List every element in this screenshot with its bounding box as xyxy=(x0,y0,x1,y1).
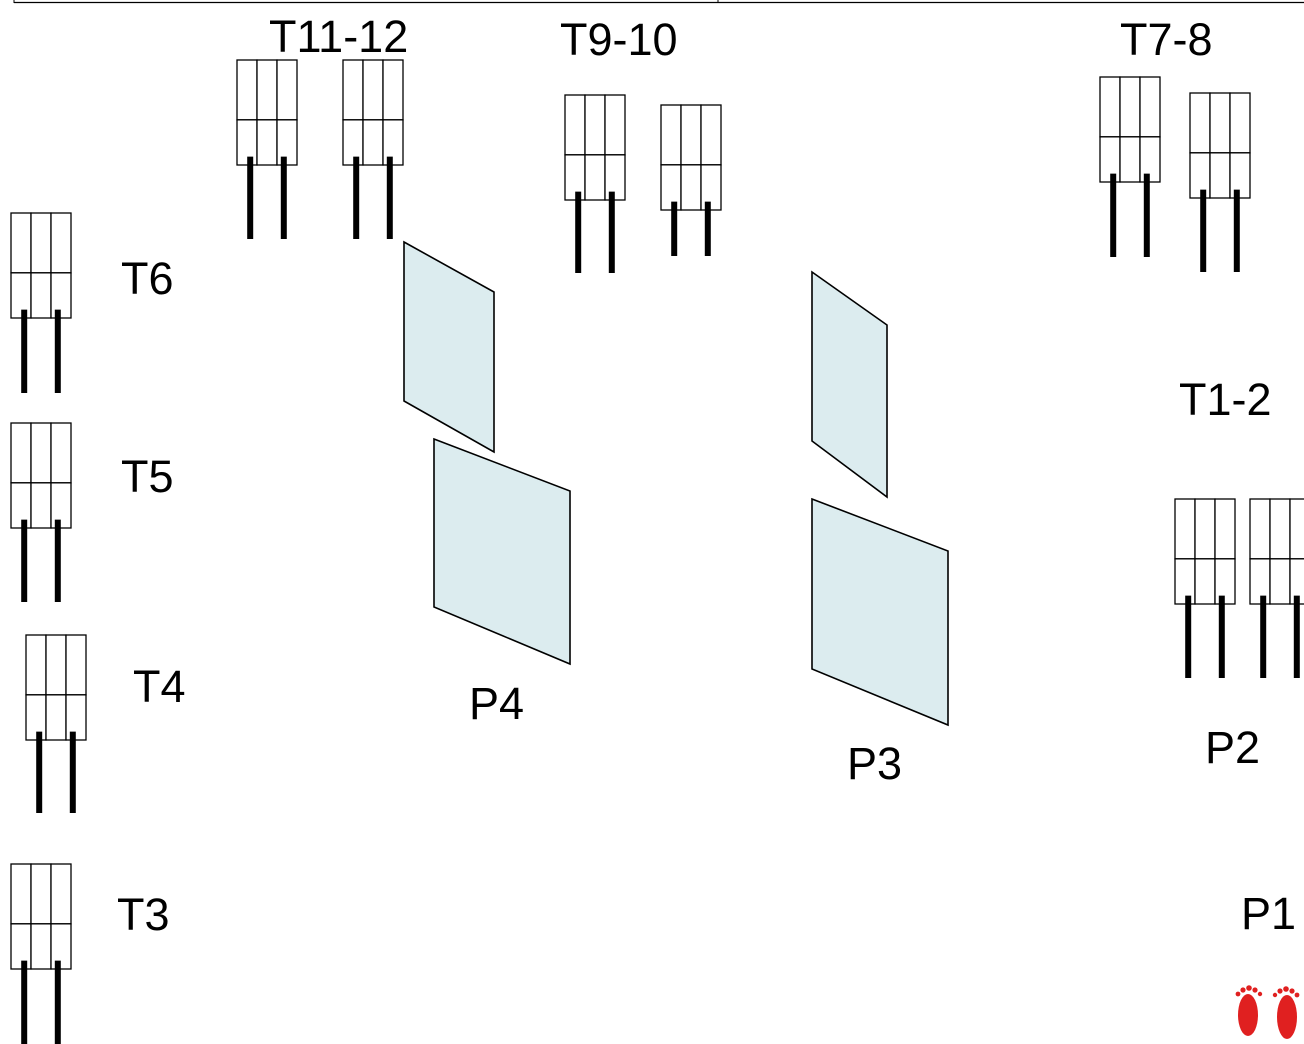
rack-t9-b-icon xyxy=(660,104,722,256)
rack-t11-a-icon xyxy=(236,59,298,239)
panel-p4-lower xyxy=(433,437,571,666)
label-p4: P4 xyxy=(469,678,524,729)
rack-group xyxy=(10,59,1304,1044)
panel-p4-upper xyxy=(403,240,495,454)
rack-t9-a-icon xyxy=(564,94,626,273)
rack-t3-icon xyxy=(10,863,72,1044)
label-p2: P2 xyxy=(1205,722,1260,773)
rack-t7-b-icon xyxy=(1189,92,1251,272)
rack-p2-b-icon xyxy=(1249,498,1304,678)
label-group: T11-12 T9-10 T7-8 T6 T5 T4 T3 T1-2 P4 P3… xyxy=(117,11,1296,940)
rack-t4-icon xyxy=(25,634,87,813)
label-t1-2: T1-2 xyxy=(1179,374,1272,425)
panel-p3-upper xyxy=(811,270,888,499)
label-t3: T3 xyxy=(117,889,170,940)
rack-t6-icon xyxy=(10,212,72,393)
rack-t7-a-icon xyxy=(1099,76,1161,257)
rack-t11-b-icon xyxy=(342,59,404,239)
label-t11-12: T11-12 xyxy=(269,11,408,62)
label-p1: P1 xyxy=(1241,888,1296,939)
panel-group xyxy=(403,240,949,727)
label-t9-10: T9-10 xyxy=(560,14,678,65)
rack-p2-a-icon xyxy=(1174,498,1236,678)
label-t6: T6 xyxy=(121,253,174,304)
label-t5: T5 xyxy=(121,451,174,502)
label-p3: P3 xyxy=(847,738,902,789)
panel-p3-lower xyxy=(811,497,949,727)
label-t7-8: T7-8 xyxy=(1120,14,1213,65)
rack-t5-icon xyxy=(10,422,72,602)
top-border xyxy=(13,0,1304,4)
footprints-icon xyxy=(1235,985,1300,1039)
label-t4: T4 xyxy=(133,661,186,712)
